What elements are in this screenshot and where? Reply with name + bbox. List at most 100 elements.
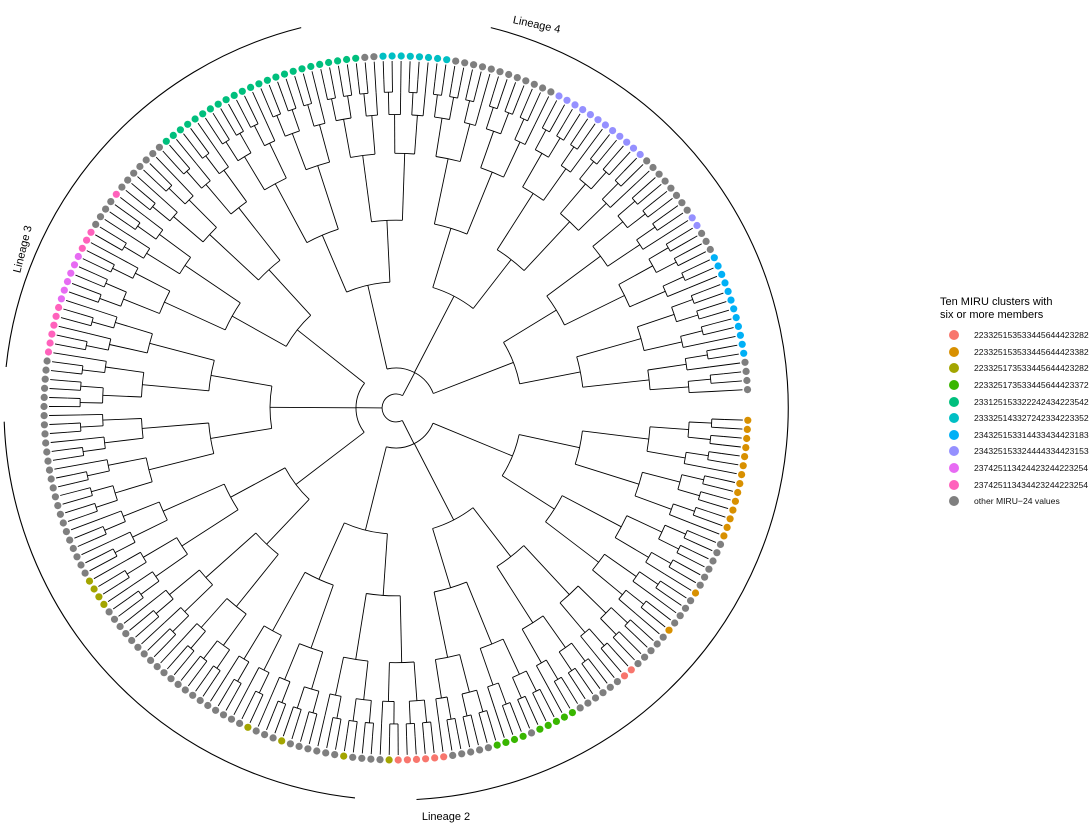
tree-tip [43, 357, 51, 365]
tree-branch-arc [614, 180, 622, 187]
tree-branch [681, 235, 698, 246]
tree-branch [438, 720, 444, 752]
tree-branch [724, 427, 743, 430]
tree-branch [270, 677, 280, 699]
tree-branch [168, 187, 186, 205]
tree-tip [721, 279, 729, 287]
tree-branch [118, 605, 134, 617]
tree-branch [236, 554, 279, 607]
tree-tip [78, 244, 86, 252]
tree-branch [546, 685, 563, 713]
tree-tip [142, 156, 150, 164]
tree-tip [397, 52, 405, 60]
tree-branch [709, 362, 741, 368]
tree-tip [467, 748, 475, 756]
tree-branch-arc [697, 491, 702, 500]
tree-tip [41, 375, 49, 383]
tree-tip [90, 585, 98, 593]
tree-branch [432, 228, 452, 288]
tree-tip [272, 73, 280, 81]
tree-tip [452, 57, 460, 65]
tree-branch [575, 683, 586, 700]
tree-branch [647, 208, 659, 218]
tree-branch-arc [496, 249, 525, 271]
tree-branch [481, 73, 491, 104]
tree-tip [740, 349, 748, 357]
tree-branch [677, 259, 690, 267]
tree-branch [656, 608, 671, 621]
tree-branch [625, 589, 644, 605]
tree-branch [65, 299, 96, 311]
tree-tip [313, 747, 321, 755]
tree-branch-arc [709, 375, 712, 384]
tree-branch [139, 201, 151, 211]
tree-branch [387, 662, 390, 702]
tree-tip [236, 719, 244, 728]
tree-branch [652, 190, 668, 203]
tree-tip [77, 561, 85, 569]
tree-branch [696, 267, 714, 276]
tree-branch [291, 133, 307, 170]
tree-tip [385, 756, 393, 764]
tree-branch [399, 595, 403, 663]
tree-branch [243, 625, 265, 660]
tree-tip [322, 749, 330, 757]
tree-tip [204, 701, 212, 710]
tree-branch-arc [238, 655, 250, 663]
tree-branch [465, 86, 469, 100]
tree-branch [560, 183, 586, 214]
tree-branch-arc [671, 307, 677, 322]
tree-branch [274, 716, 282, 734]
tree-branch-arc [640, 600, 647, 608]
tree-branch-arc [648, 258, 657, 273]
tree-branch [501, 475, 555, 510]
tree-tip [74, 252, 82, 261]
tree-branch-arc [480, 638, 504, 649]
legend-swatch [949, 413, 959, 424]
tree-branch [433, 361, 514, 394]
tree-tip [655, 170, 663, 178]
tree-branch [75, 274, 93, 283]
tree-branch [81, 436, 105, 440]
tree-branch [318, 522, 345, 580]
tree-tip [736, 480, 744, 488]
tree-branch [187, 671, 200, 687]
tree-branch [545, 700, 555, 718]
tree-branch [463, 100, 471, 123]
tree-tip [298, 65, 306, 73]
tree-tip [95, 593, 103, 601]
tree-branch-arc [680, 336, 684, 348]
tree-tip [41, 430, 49, 438]
tree-branch-arc [519, 116, 528, 122]
tree-branch [558, 651, 573, 671]
tree-branch [159, 234, 191, 258]
tree-branch [143, 610, 154, 620]
tree-branch [503, 141, 521, 178]
tree-branch [173, 216, 204, 243]
legend-label: 233125153322242434223542 [974, 396, 1089, 407]
tree-branch [160, 196, 178, 213]
tree-tip [167, 675, 175, 683]
tree-branch [680, 544, 693, 552]
tree-tip [48, 330, 56, 338]
tree-branch [583, 128, 603, 155]
tree-branch [84, 357, 107, 362]
tree-tip [672, 191, 681, 199]
tree-branch [84, 459, 108, 465]
tree-tip [196, 696, 204, 705]
tree-tip [406, 52, 414, 60]
tree-branch [85, 554, 102, 564]
tree-branch [181, 509, 239, 547]
tree-tip [110, 615, 119, 623]
tree-branch [423, 700, 428, 723]
tree-branch [225, 141, 239, 161]
tree-tip [70, 261, 79, 269]
tree-tip [244, 723, 252, 731]
tree-branch [71, 282, 90, 291]
tree-branch [266, 498, 310, 545]
tree-branch [320, 69, 326, 87]
tree-branch-arc [107, 338, 112, 351]
tree-branch [480, 131, 495, 168]
tree-tip [649, 163, 657, 172]
tree-branch [371, 115, 376, 155]
